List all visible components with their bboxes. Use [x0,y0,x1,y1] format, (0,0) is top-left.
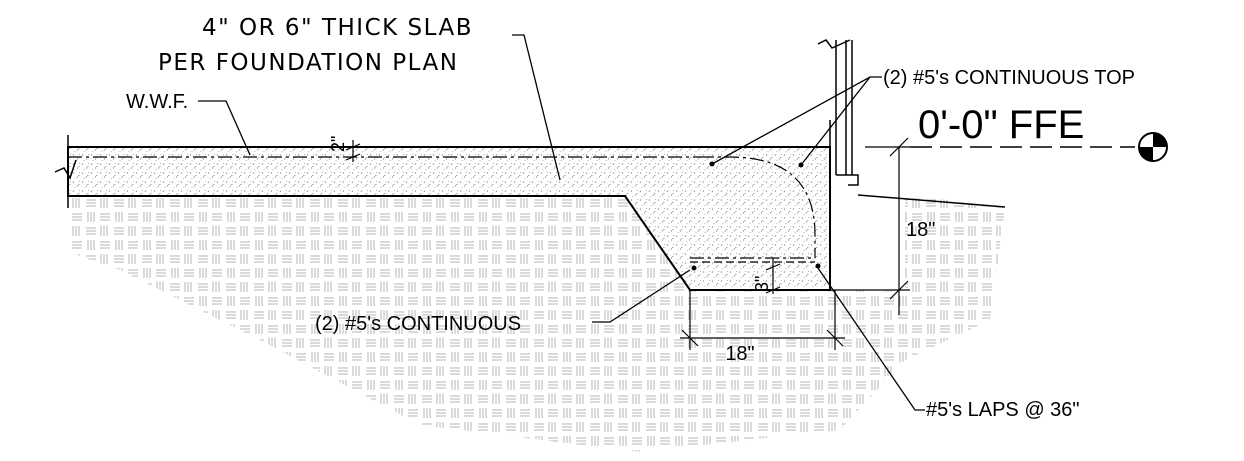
soil-hatch [68,195,1005,452]
ffe-label: 0'-0" FFE [918,103,1084,147]
bottom-cover-dimension [765,258,781,294]
footing-width-dimension [680,290,845,350]
laps-label: #5's LAPS @ 36" [926,399,1080,421]
slab-cover-dim-text: 2" [328,136,348,152]
elevation-target-icon [1138,132,1168,162]
footing-depth-dim-text: 18" [906,219,935,241]
bottom-cover-dim-text: 3" [752,276,772,292]
slab-note-line1: 4" OR 6" THICK SLAB [202,15,473,41]
footing-width-dim-text: 18" [725,343,754,365]
leader-lines [198,34,925,411]
hooked-top-bar [700,156,816,258]
bottom-bars-label: (2) #5's CONTINUOUS [315,313,521,335]
slab-note-line2: PER FOUNDATION PLAN [158,50,458,76]
wwf-label: W.W.F. [126,91,188,113]
slab-cover-dimension [345,140,361,162]
break-line-icon [54,135,77,208]
footing-depth-dimension [830,137,910,315]
top-bars-label: (2) #5's CONTINUOUS TOP [883,67,1135,89]
wall-framing [817,39,1006,208]
